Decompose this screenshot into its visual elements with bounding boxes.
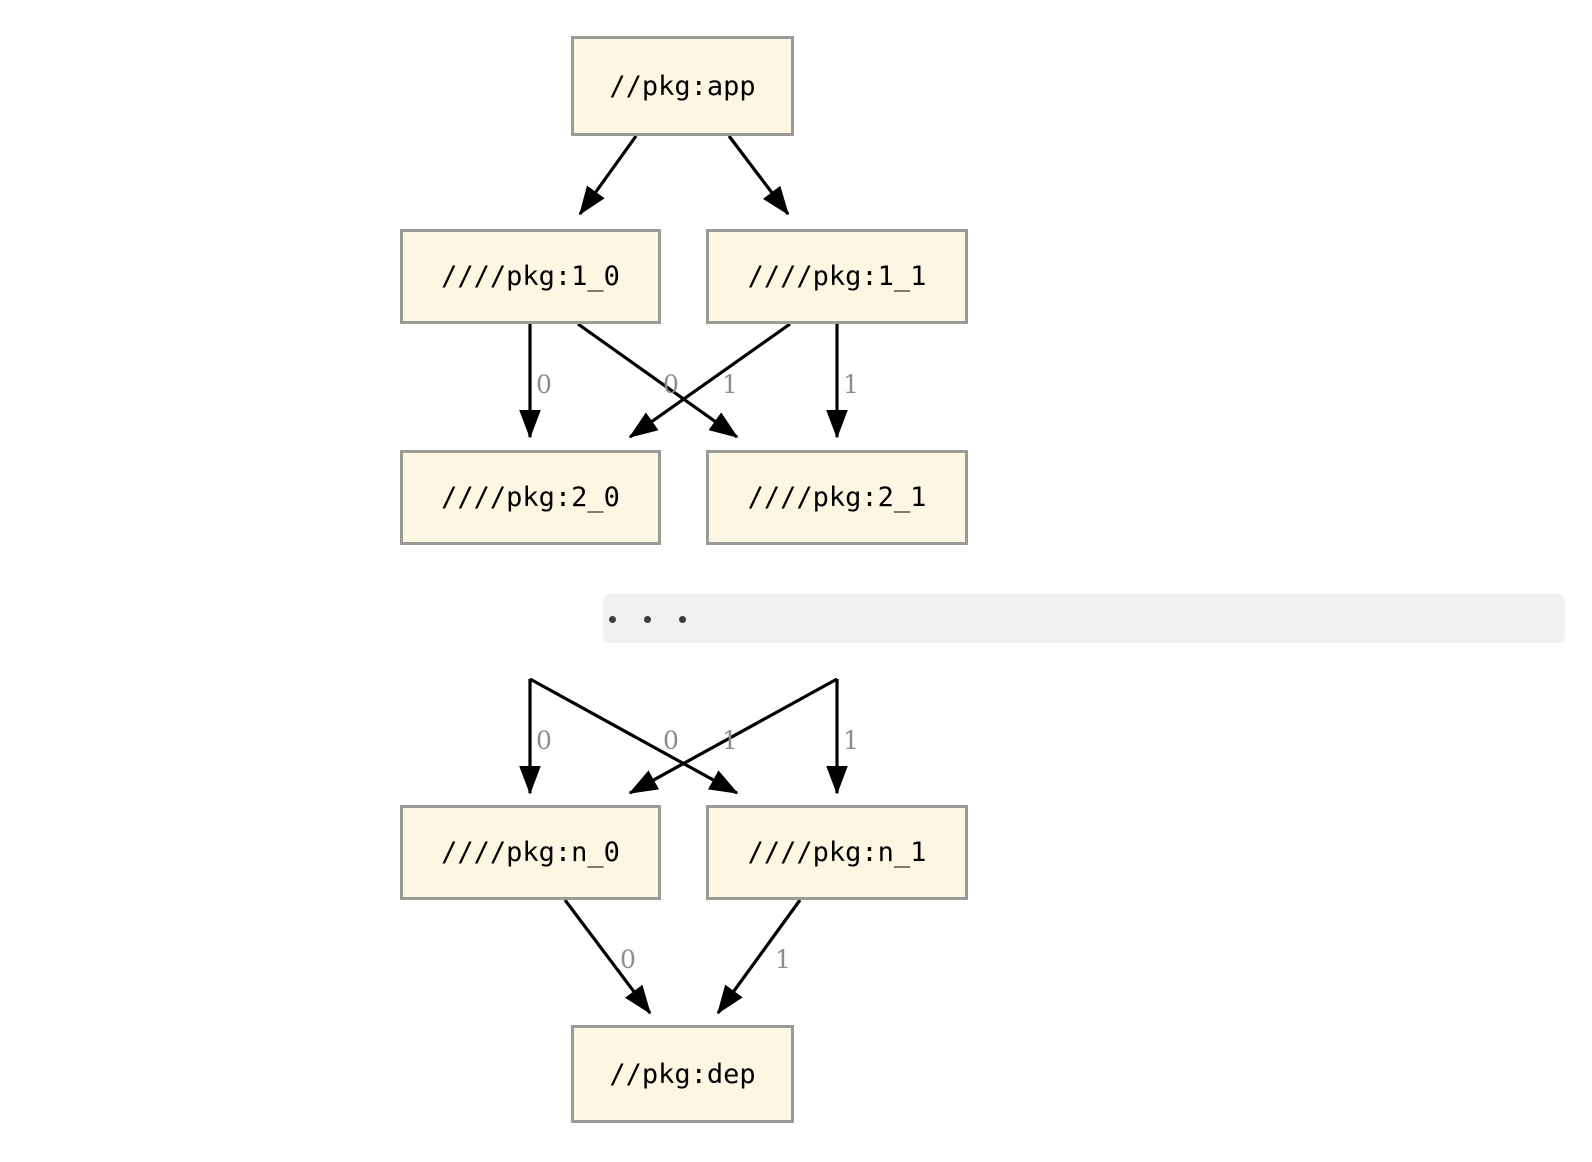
graph-node-label: ////pkg:n_0 — [441, 837, 620, 868]
graph-node-label: ////pkg:1_0 — [441, 261, 620, 292]
graph-node-n2_0[interactable]: ////pkg:2_0 — [400, 450, 661, 545]
graph-node-app[interactable]: //pkg:app — [571, 36, 794, 136]
ellipsis-band — [603, 594, 1565, 643]
graph-edge — [529, 677, 739, 795]
graph-edge — [628, 677, 838, 795]
graph-edge — [716, 899, 802, 1015]
graph-node-label: //pkg:app — [609, 70, 756, 102]
graph-node-dep[interactable]: //pkg:dep — [571, 1025, 794, 1123]
graph-node-n2_1[interactable]: ////pkg:2_1 — [706, 450, 968, 545]
edge-label: 1 — [722, 370, 738, 399]
edge-label: 1 — [775, 945, 791, 974]
graph-node-label: ////pkg:2_0 — [441, 482, 620, 513]
graph-edge — [727, 135, 790, 216]
ellipsis-dot — [678, 615, 686, 623]
ellipsis-dot — [608, 615, 616, 623]
edge-label: 1 — [843, 726, 859, 755]
graph-node-n1_0[interactable]: ////pkg:1_0 — [400, 229, 661, 324]
edge-label: 0 — [620, 945, 636, 974]
edge-label: 1 — [843, 370, 859, 399]
graph-edge — [563, 899, 652, 1015]
graph-node-label: ////pkg:1_1 — [747, 261, 927, 292]
graph-edge — [577, 322, 739, 439]
ellipsis-dot — [643, 615, 651, 623]
graph-node-nn_0[interactable]: ////pkg:n_0 — [400, 805, 661, 900]
edge-label: 1 — [722, 726, 738, 755]
graph-edge — [628, 322, 791, 439]
graph-node-label: ////pkg:2_1 — [747, 482, 927, 513]
edge-label: 0 — [663, 370, 679, 399]
graph-node-n1_1[interactable]: ////pkg:1_1 — [706, 229, 968, 324]
graph-node-label: //pkg:dep — [609, 1058, 756, 1090]
graph-node-nn_1[interactable]: ////pkg:n_1 — [706, 805, 968, 900]
graph-node-label: ////pkg:n_1 — [747, 837, 927, 868]
edge-label: 0 — [663, 726, 679, 755]
edge-label: 0 — [536, 726, 552, 755]
edge-label: 0 — [536, 370, 552, 399]
graph-edge — [578, 135, 638, 216]
